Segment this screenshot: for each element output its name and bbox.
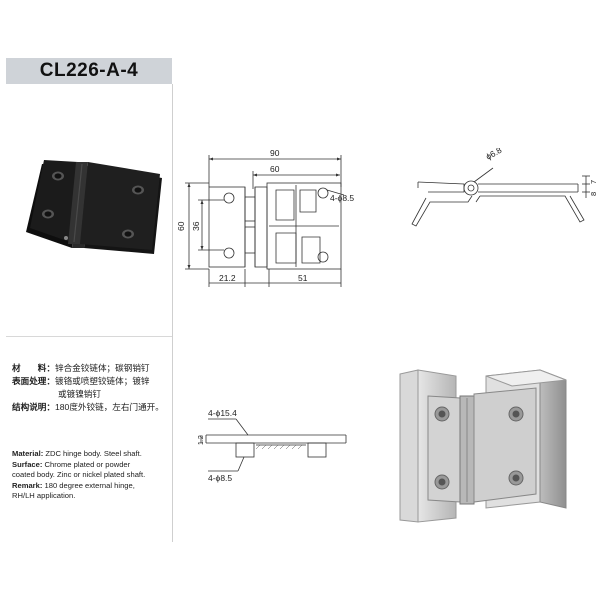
spec-en-label: Material: xyxy=(12,449,44,458)
dim-counterbore: 4-ϕ15.4 xyxy=(208,408,237,418)
spec-en-text: RH/LH application. xyxy=(12,491,76,500)
spec-cn-value: 或镀镍销钉 xyxy=(58,389,101,399)
spec-cn-label: 表面处理： xyxy=(12,376,55,386)
dim-hole-note: 4-ϕ8.5 xyxy=(330,193,354,203)
spec-en-label: Surface: xyxy=(12,459,43,469)
section-divider xyxy=(6,336,172,337)
spec-en-text: coated body. Zinc or nickel plated shaft… xyxy=(12,470,146,479)
dim-hole-spacing: 36 xyxy=(191,221,201,231)
specs-cn: 材 料：锌合金铰链体；碳钢销钉 表面处理：镀铬或喷塑铰链体；镀锌 或镀镍销钉 结… xyxy=(12,362,177,414)
spec-cn-label: 材 料： xyxy=(12,363,55,373)
section-view-drawing: 4-ϕ15.4 1.2 4-ϕ8.5 xyxy=(198,408,347,483)
dim-right-offset: 51 xyxy=(298,273,308,283)
spec-en-text: 180 degree external hinge, xyxy=(42,480,135,490)
side-view-drawing: ϕ6.8 7 8 xyxy=(411,148,598,227)
dim-thickness-2: 8 xyxy=(589,192,598,196)
spec-cn-value: 180度外铰链，左右门通开。 xyxy=(54,402,164,412)
product-code: CL226-A-4 xyxy=(39,60,139,81)
hinge-3d-render xyxy=(399,369,567,523)
title-bar xyxy=(6,58,172,84)
column-divider xyxy=(172,84,173,542)
hinge-photo xyxy=(26,160,162,254)
spec-en-label: Remark: xyxy=(12,480,43,490)
spec-en-text: Chrome plated or powder xyxy=(42,459,131,469)
dim-left-offset: 21.2 xyxy=(219,273,236,283)
spec-cn-value: 锌合金铰链体；碳钢销钉 xyxy=(54,363,150,373)
dim-overall-width: 90 xyxy=(270,148,280,158)
spec-cn-value: 镀铬或喷塑铰链体；镀锌 xyxy=(54,376,150,386)
dim-thickness-1: 7 xyxy=(589,180,598,184)
dim-pin-dia: ϕ6.8 xyxy=(484,148,504,162)
specs-en: Material: ZDC hinge body. Steel shaft. S… xyxy=(12,449,177,502)
dim-depth: 1.2 xyxy=(198,435,205,445)
front-view-drawing: 90 60 60 36 4-ϕ8.5 21.2 51 xyxy=(176,148,354,287)
spec-cn-label: 结构说明： xyxy=(12,402,55,412)
dim-hole: 4-ϕ8.5 xyxy=(208,473,232,483)
spec-en-text: ZDC hinge body. Steel shaft. xyxy=(43,449,142,458)
dim-height: 60 xyxy=(176,221,186,231)
dim-inner-width: 60 xyxy=(270,164,280,174)
